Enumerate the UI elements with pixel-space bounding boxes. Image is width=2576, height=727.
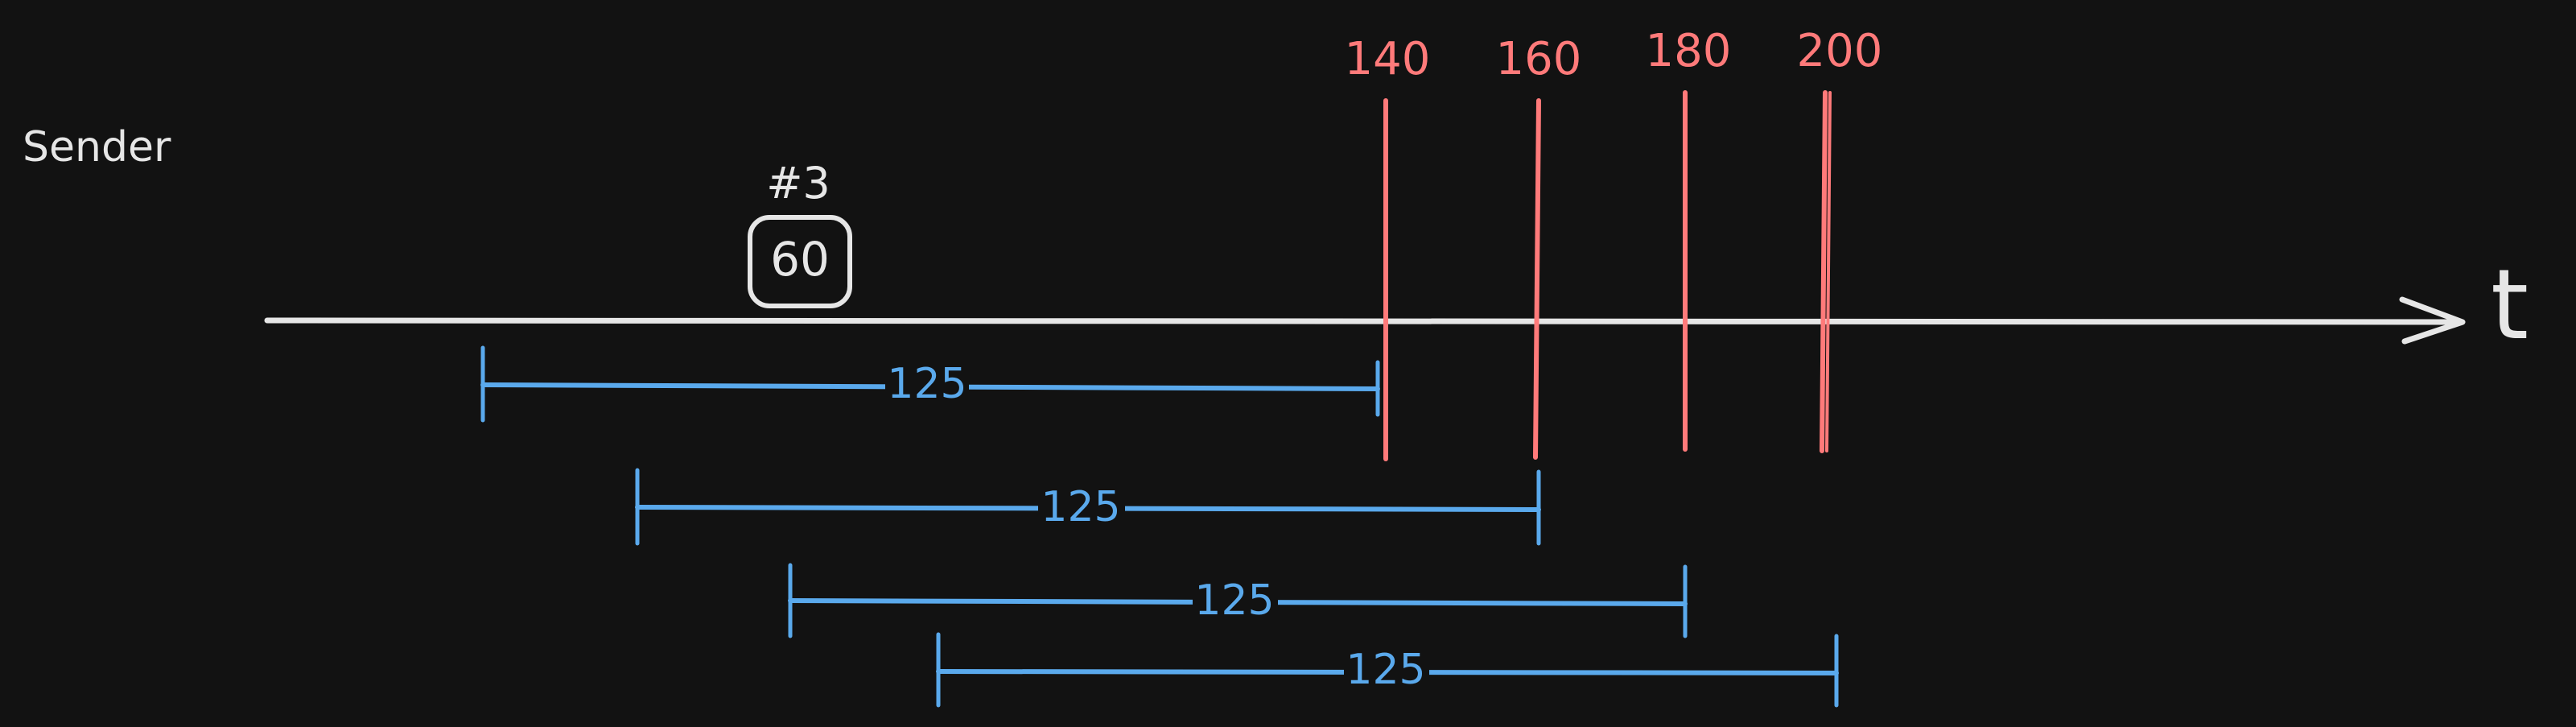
deadline-label-160: 160 (1496, 33, 1582, 85)
interval-1: 125 (480, 345, 1380, 423)
interval-4: 125 (936, 632, 1839, 708)
time-axis (264, 317, 2462, 325)
interval-label-3: 125 (1194, 576, 1274, 625)
deadline-180: 180 (1646, 25, 1732, 452)
deadline-200: 200 (1797, 25, 1883, 453)
packet-box (748, 215, 852, 308)
deadline-140: 140 (1345, 33, 1431, 461)
interval-label-2: 125 (1041, 483, 1120, 531)
deadline-160: 160 (1496, 33, 1582, 460)
interval-label-bg-4 (1344, 649, 1429, 694)
interval-label-bg-3 (1193, 580, 1278, 625)
axis-arrowhead (2399, 296, 2466, 345)
deadline-line-200 (1820, 90, 1828, 453)
packet-id-label: #3 (766, 158, 831, 209)
deadline-label-180: 180 (1646, 25, 1732, 77)
deadline-label-140: 140 (1345, 33, 1431, 85)
interval-3: 125 (788, 563, 1688, 638)
interval-label-1: 125 (887, 360, 967, 408)
interval-label-bg-1 (885, 364, 969, 409)
deadline-line-160 (1533, 98, 1541, 460)
sender-label: Sender (23, 123, 171, 171)
packet-value-label: 60 (770, 232, 830, 287)
interval-label-4: 125 (1346, 646, 1425, 694)
axis-label-t: t (2491, 250, 2529, 361)
interval-2: 125 (635, 468, 1541, 546)
deadline-line-200-stroke (1825, 91, 1832, 452)
deadline-label-200: 200 (1797, 25, 1883, 77)
interval-label-bg-2 (1038, 486, 1125, 531)
